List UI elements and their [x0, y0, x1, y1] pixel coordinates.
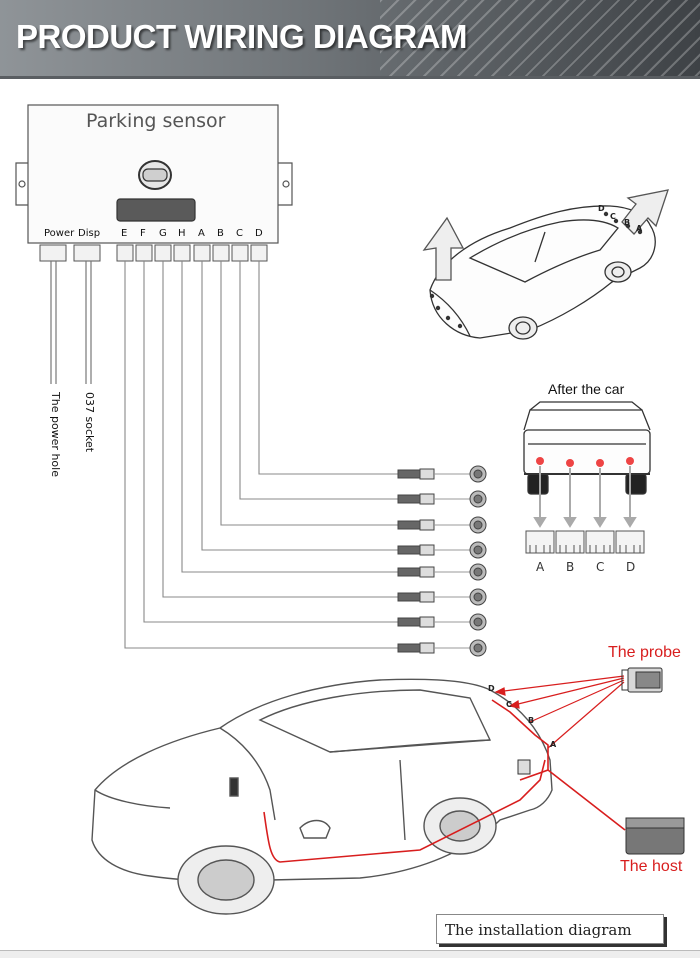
rear-label-b: B	[566, 560, 575, 574]
rear-label-c: C	[596, 560, 605, 574]
port-label-b: B	[217, 228, 224, 239]
port-label-e: E	[121, 228, 128, 239]
power-cable-label: The power hole	[49, 392, 62, 477]
port-sockets	[39, 244, 268, 262]
power-cables	[50, 261, 92, 384]
port-label-a: A	[198, 228, 205, 239]
top-car-letter-c: C	[610, 212, 616, 221]
install-letter-a: A	[550, 740, 557, 749]
port-label-d: D	[255, 228, 263, 239]
header-divider	[0, 76, 700, 79]
install-car-illustration	[91, 678, 553, 915]
port-label-c: C	[236, 228, 243, 239]
install-letter-c: C	[506, 700, 512, 709]
install-letter-b: B	[528, 716, 535, 725]
sensor-wires	[124, 261, 410, 649]
install-letter-d: D	[488, 684, 495, 693]
host-component	[625, 817, 685, 855]
install-buzzer	[517, 759, 531, 775]
page-title: PRODUCT WIRING DIAGRAM	[16, 18, 467, 55]
port-label-h: H	[178, 228, 186, 239]
probe-component	[621, 667, 663, 693]
sensor-control-box	[15, 104, 293, 244]
display-cable-label: 037 socket	[83, 392, 96, 453]
top-car-illustration	[422, 189, 669, 340]
rear-view-title: After the car	[548, 381, 625, 397]
rear-sensor-arrows	[533, 466, 637, 528]
probe-label: The probe	[608, 644, 681, 661]
port-label-power: Power	[44, 228, 75, 239]
banner-stripes	[380, 0, 700, 76]
install-wiring	[263, 699, 626, 863]
top-car-letter-b: B	[624, 218, 631, 227]
header-banner: PRODUCT WIRING DIAGRAM	[0, 0, 700, 76]
rear-connectors	[525, 530, 645, 554]
install-probe-lines	[494, 675, 625, 749]
installation-caption: The installation diagram	[445, 921, 632, 939]
sensor-title: Parking sensor	[86, 110, 226, 132]
rear-sensor-dots	[536, 457, 634, 467]
host-label: The host	[620, 858, 683, 875]
footer-bar	[0, 950, 700, 958]
port-label-f: F	[140, 228, 146, 239]
port-label-g: G	[159, 228, 167, 239]
top-car-letter-d: D	[598, 204, 605, 213]
rear-view-car	[523, 401, 651, 495]
top-car-letter-a: A	[636, 224, 643, 233]
top-car-sensor-dots	[429, 211, 643, 329]
port-label-disp: Disp	[78, 228, 101, 239]
rear-label-a: A	[536, 560, 545, 574]
rear-label-d: D	[626, 560, 636, 574]
installation-caption-box: The installation diagram	[436, 914, 664, 944]
sensor-probes	[397, 465, 487, 657]
